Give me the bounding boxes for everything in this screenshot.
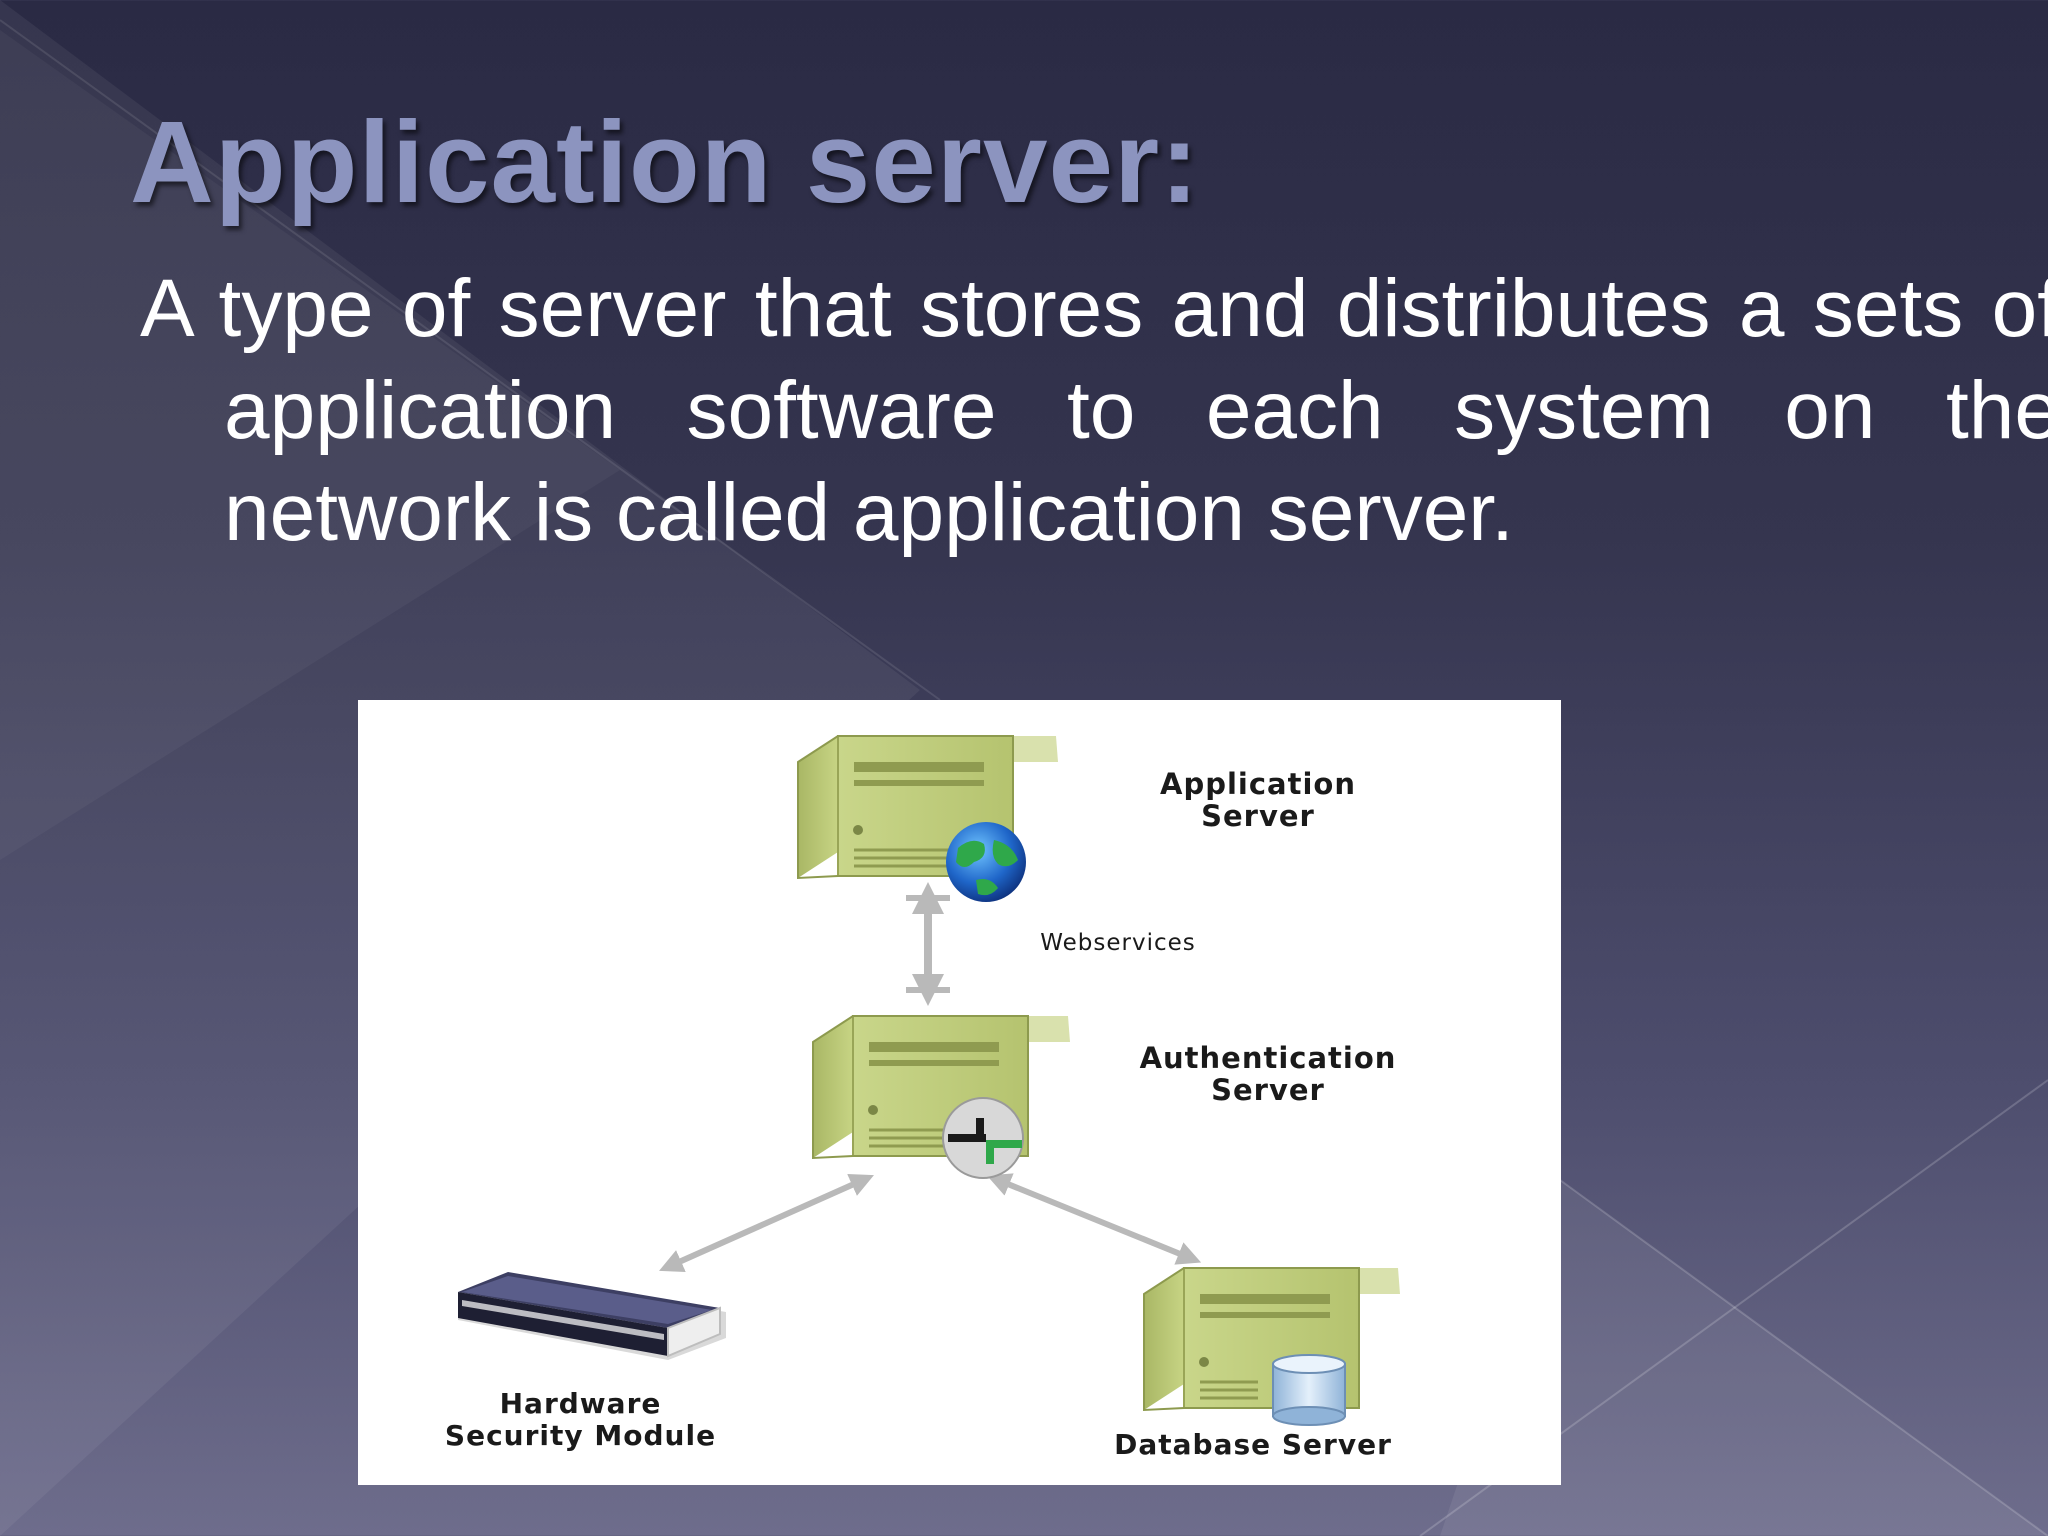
hardware-device-icon xyxy=(458,1272,726,1360)
authentication-server-label-line1: Authentication xyxy=(1139,1041,1397,1075)
webservices-arrow xyxy=(906,882,950,1006)
slide-body-text: A type of server that stores and distrib… xyxy=(140,263,2048,558)
auth-to-database-arrow xyxy=(986,1173,1202,1265)
hsm-label-line1: Hardware xyxy=(499,1387,662,1420)
auth-to-hsm-arrow xyxy=(659,1173,874,1273)
slide-title: Application server: xyxy=(130,97,1200,227)
database-server-icon xyxy=(1143,1267,1400,1426)
globe-icon xyxy=(946,822,1026,902)
authentication-server-label: Authentication Server xyxy=(1118,1042,1418,1106)
hsm-label-line2: Security Module xyxy=(444,1419,717,1452)
authentication-server-icon xyxy=(812,1015,1070,1179)
application-server-icon xyxy=(797,735,1058,902)
application-server-label: Application Server xyxy=(1128,768,1388,832)
database-cylinder-icon xyxy=(1272,1354,1346,1426)
webservices-label: Webservices xyxy=(1040,930,1196,956)
application-server-label-line1: Application xyxy=(1160,767,1356,801)
database-server-label: Database Server xyxy=(1114,1428,1392,1461)
authentication-server-label-line2: Server xyxy=(1211,1073,1325,1107)
shield-key-icon xyxy=(942,1097,1024,1179)
application-server-label-line2: Server xyxy=(1201,799,1315,833)
network-diagram: Application Server Webservices Authentic… xyxy=(358,700,1561,1485)
hardware-security-module-label: Hardware Security Module xyxy=(358,1388,803,1452)
